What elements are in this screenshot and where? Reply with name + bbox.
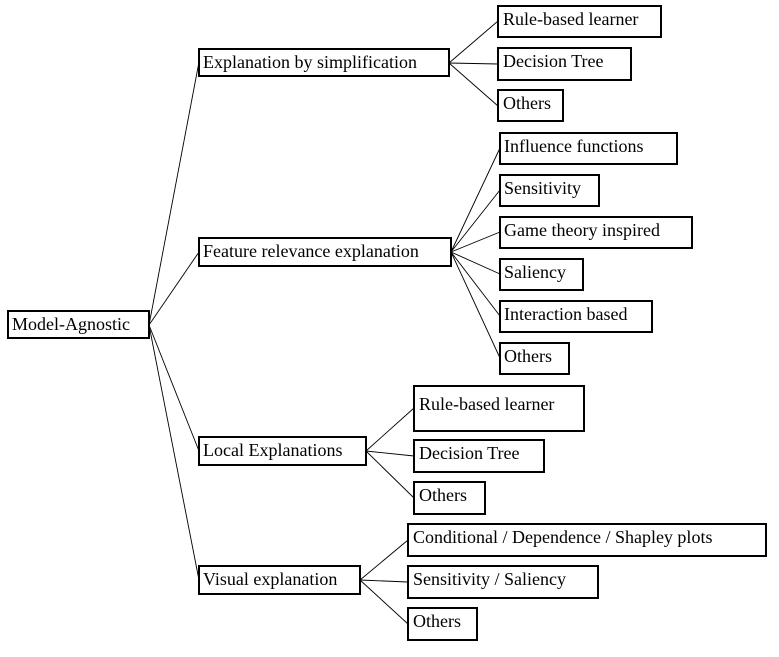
node-leaf-label: Sensitivity — [504, 178, 581, 198]
node-leaf-decision-tree: Decision Tree — [497, 47, 632, 81]
node-leaf-sensitivity-saliency: Sensitivity / Saliency — [407, 565, 599, 599]
node-leaf-label: Others — [413, 611, 461, 631]
node-category-label: Feature relevance explanation — [203, 241, 419, 261]
node-leaf-interaction-based: Interaction based — [499, 300, 653, 333]
node-leaf-conditional-dependence-shapley-plots: Conditional / Dependence / Shapley plots — [407, 523, 767, 557]
edge-connector — [148, 61, 200, 326]
edge-connector — [365, 450, 415, 499]
node-category-visual-explanation: Visual explanation — [198, 565, 361, 595]
edge-connector — [148, 251, 200, 326]
node-leaf-label: Interaction based — [504, 304, 627, 324]
node-leaf-sensitivity: Sensitivity — [499, 174, 600, 207]
node-category-explanation-by-simplification: Explanation by simplification — [198, 48, 450, 77]
node-leaf-label: Game theory inspired — [504, 220, 660, 240]
node-leaf-label: Others — [503, 93, 551, 113]
node-leaf-others: Others — [497, 89, 564, 122]
node-leaf-label: Others — [504, 346, 552, 366]
node-leaf-label: Sensitivity / Saliency — [413, 569, 566, 589]
node-root: Model-Agnostic — [7, 310, 150, 339]
edge-connector — [359, 579, 409, 625]
node-leaf-label: Conditional / Dependence / Shapley plots — [413, 527, 712, 547]
node-leaf-rule-based-learner: Rule-based learner — [413, 385, 585, 432]
node-leaf-decision-tree: Decision Tree — [413, 439, 545, 473]
node-category-feature-relevance-explanation: Feature relevance explanation — [198, 237, 452, 267]
edges — [148, 20, 501, 625]
node-leaf-game-theory-inspired: Game theory inspired — [499, 216, 693, 249]
node-category-local-explanations: Local Explanations — [198, 436, 367, 466]
node-leaf-label: Rule-based learner — [503, 9, 638, 29]
node-leaf-saliency: Saliency — [499, 258, 584, 291]
edge-connector — [448, 62, 499, 65]
node-leaf-influence-functions: Influence functions — [499, 132, 678, 165]
edge-connector — [450, 251, 501, 317]
node-leaf-label: Decision Tree — [419, 443, 520, 463]
node-category-label: Visual explanation — [203, 569, 337, 589]
node-leaf-others: Others — [413, 481, 486, 515]
edge-connector — [365, 450, 415, 457]
edge-connector — [448, 20, 499, 64]
edge-connector — [148, 324, 200, 452]
edge-connector — [450, 251, 501, 359]
edge-connector — [448, 62, 499, 107]
node-leaf-label: Others — [419, 485, 467, 505]
edge-connector — [450, 251, 501, 275]
node-category-label: Local Explanations — [203, 440, 342, 460]
edge-connector — [450, 189, 501, 253]
node-leaf-label: Saliency — [504, 262, 566, 282]
edge-connector — [359, 539, 409, 581]
node-category-label: Explanation by simplification — [203, 52, 417, 72]
node-leaf-others: Others — [499, 342, 570, 375]
edge-connector — [359, 579, 409, 583]
node-leaf-label: Decision Tree — [503, 51, 604, 71]
edge-connector — [450, 231, 501, 253]
node-root-label: Model-Agnostic — [12, 314, 130, 334]
node-leaf-label: Influence functions — [504, 136, 643, 156]
edge-connector — [450, 147, 501, 253]
node-leaf-label: Rule-based learner — [419, 394, 554, 414]
edge-connector — [365, 407, 415, 452]
edge-connector — [148, 324, 200, 581]
node-leaf-rule-based-learner: Rule-based learner — [497, 5, 662, 38]
node-leaf-others: Others — [407, 607, 478, 641]
